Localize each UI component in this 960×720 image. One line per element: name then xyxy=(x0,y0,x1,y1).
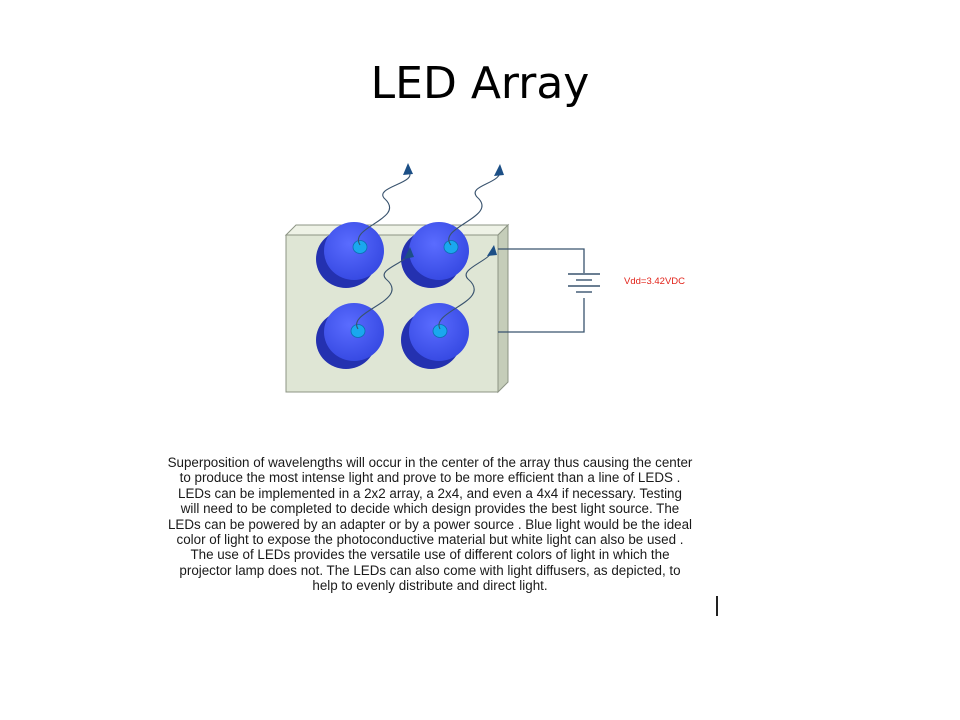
slide-title: LED Array xyxy=(370,58,590,109)
arrow-up-icon xyxy=(487,245,497,256)
arrow-up-icon xyxy=(404,247,414,259)
description-line: projector lamp does not. The LEDs can al… xyxy=(179,562,681,578)
light-wave-1 xyxy=(357,170,411,246)
supply-wire-top xyxy=(498,248,585,273)
led-bottom-right xyxy=(401,303,469,369)
description-line: The use of LEDs provides the versatile u… xyxy=(190,547,670,563)
light-wave-2 xyxy=(448,168,501,246)
light-emission-lines xyxy=(355,168,501,330)
description-line: Superposition of wavelengths will occur … xyxy=(167,455,693,470)
led-array-diagram: Vdd=3.42VDC xyxy=(284,163,685,394)
arrow-up-icon xyxy=(494,164,504,176)
description-line: help to evenly distribute and direct lig… xyxy=(312,578,548,594)
light-arrowheads xyxy=(403,163,504,259)
battery-symbol xyxy=(568,273,600,293)
led-top-right xyxy=(401,222,469,288)
power-circuit xyxy=(498,248,585,333)
supply-wire-bottom xyxy=(498,298,585,333)
led-lens-icon xyxy=(432,324,448,338)
description-line: to produce the most intense light and pr… xyxy=(179,470,681,486)
arrow-up-icon xyxy=(403,163,413,175)
description-line: will need to be completed to decide whic… xyxy=(180,501,680,517)
led-top-left xyxy=(316,222,384,288)
led-bottom-left xyxy=(316,303,384,369)
text-cursor xyxy=(716,596,718,616)
led-lens-icon xyxy=(350,324,366,338)
led-lens-icon xyxy=(352,240,368,254)
description-paragraph: Superposition of wavelengths will occur … xyxy=(130,455,730,594)
description-line: LEDs can be implemented in a 2x2 array, … xyxy=(178,485,682,501)
voltage-label: Vdd=3.42VDC xyxy=(624,276,685,287)
description-line: color of light to expose the photoconduc… xyxy=(176,532,684,548)
light-wave-3 xyxy=(355,252,409,330)
description-line: LEDs can be powered by an adapter or by … xyxy=(167,516,693,532)
led-lens-icon xyxy=(443,240,459,254)
light-wave-4 xyxy=(438,250,493,330)
